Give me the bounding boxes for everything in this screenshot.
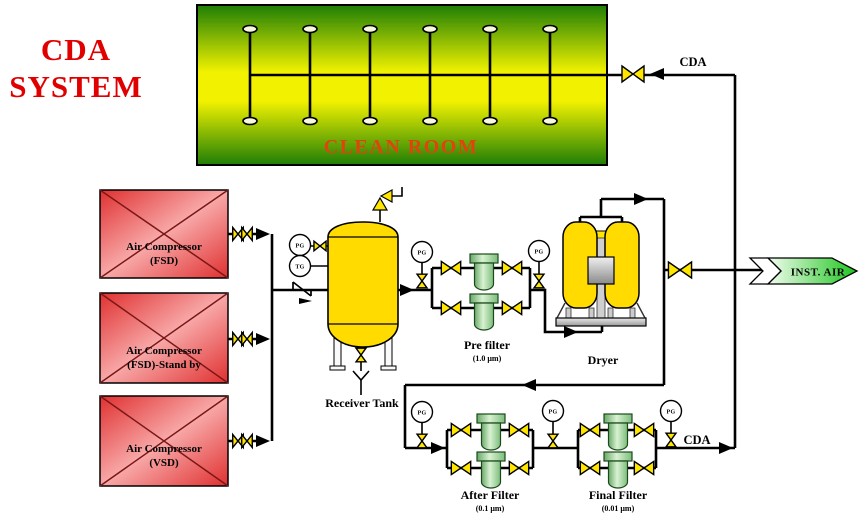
arrow-return-line <box>522 379 536 391</box>
page-title: CDA SYSTEM <box>9 32 142 104</box>
compressor1-label-line1: Air Compressor <box>126 241 202 253</box>
arrow-cda-to-cleanroom <box>650 68 664 80</box>
compressor2-label-line2: (FSD)-Stand by <box>127 359 201 371</box>
svg-text:PG: PG <box>535 250 544 256</box>
valve-icon <box>508 422 530 438</box>
receiver-tank: PG TG Receiver Tank <box>288 188 399 410</box>
pre-filter-label: Pre filter <box>464 338 511 352</box>
tank-body <box>327 221 399 348</box>
receiver-tank-label: Receiver Tank <box>325 396 399 410</box>
arrow-dryer-outlet <box>634 193 648 205</box>
inst-air-valve-icon <box>667 261 693 279</box>
valve-icon <box>501 260 523 276</box>
svg-text:PG: PG <box>418 411 427 417</box>
relief-valve-icon <box>371 188 393 211</box>
compressor2-label-line1: Air Compressor <box>126 345 202 357</box>
tank-leg <box>333 337 342 369</box>
dryer-control-box <box>587 256 615 285</box>
dryer-outer-legs <box>556 302 646 319</box>
gauge-valve-icon <box>416 433 428 449</box>
air-compressor-fsd: Air Compressor (FSD) <box>99 189 229 279</box>
gauge-valve-icon <box>665 432 677 448</box>
x-mark <box>99 292 229 384</box>
tank-seams <box>328 236 398 325</box>
filter-cartridge-icon <box>476 413 506 451</box>
gauge-valve-icon <box>533 273 545 289</box>
valve-icon <box>450 422 472 438</box>
final-filter: PG PG Final Filter (0.01 μm) <box>541 399 683 513</box>
valve-icon <box>633 460 655 476</box>
dryer: Dryer <box>555 221 647 367</box>
valve-icon <box>450 460 472 476</box>
valve-icon <box>241 226 253 242</box>
filter-cartridge-icon <box>469 253 499 291</box>
filter-cartridge-icon <box>476 451 506 489</box>
after-filter-rating: (0.1 μm) <box>476 504 505 513</box>
valve-icon <box>440 260 462 276</box>
pre-filter: PG PG Pre filter (1.0 μm) <box>410 239 551 363</box>
arrow-into-header-1 <box>256 228 270 240</box>
pre-filter-rating: (1.0 μm) <box>473 354 502 363</box>
final-filter-label: Final Filter <box>589 488 648 502</box>
air-compressor-fsd-standby: Air Compressor (FSD)-Stand by <box>99 292 229 384</box>
pg-label: PG <box>296 244 305 250</box>
title-line1: CDA <box>41 32 111 67</box>
dryer-label: Dryer <box>588 353 619 367</box>
drain-valve-icon <box>355 347 367 363</box>
compressor3-label-line2: (VSD) <box>149 457 179 469</box>
cda-supply-label: CDA <box>679 55 706 69</box>
filter-cartridge-icon <box>603 413 633 451</box>
svg-text:PG: PG <box>667 410 676 416</box>
drop-caps <box>242 24 558 126</box>
air-compressor-vsd: Air Compressor (VSD) <box>99 395 229 487</box>
arrow-into-header-2 <box>256 333 270 345</box>
after-filter: PG After Filter (0.1 μm) <box>410 400 530 513</box>
x-mark <box>99 189 229 279</box>
final-filter-rating: (0.01 μm) <box>602 504 635 513</box>
gauge-valve-icon <box>547 433 559 449</box>
svg-text:PG: PG <box>418 251 427 257</box>
flow-arrows <box>256 68 733 454</box>
x-mark <box>99 395 229 487</box>
gauge-valve-icon <box>416 273 428 289</box>
check-valve-icon <box>292 281 312 304</box>
filter-cartridge-icon <box>603 451 633 489</box>
arrow-tank-outlet <box>400 284 414 296</box>
dryer-base <box>555 317 647 327</box>
clean-room: CLEAN ROOM <box>196 4 608 166</box>
arrow-cda-outlet <box>719 442 733 454</box>
cleanroom-supply-valve-icon <box>621 65 645 83</box>
filter-cartridge-icon <box>469 293 499 331</box>
inst-air-chevron <box>748 257 782 285</box>
inst-air-banner: INST. AIR <box>748 257 859 285</box>
clean-room-label: CLEAN ROOM <box>324 136 478 158</box>
compressor3-label-line1: Air Compressor <box>126 443 202 455</box>
tg-label: TG <box>295 265 304 271</box>
tank-leg <box>384 337 393 369</box>
clean-room-box <box>196 4 608 166</box>
inst-air-label: INST. AIR <box>791 267 846 279</box>
pg-isolation-valve-icon <box>313 240 327 252</box>
tank-foot <box>380 365 397 371</box>
svg-text:PG: PG <box>549 410 558 416</box>
title-line2: SYSTEM <box>9 69 142 104</box>
arrow-into-afterfilter <box>431 442 445 454</box>
compressor-valves <box>232 226 253 449</box>
cda-outlet-label: CDA <box>683 433 710 447</box>
arrow-into-header-3 <box>256 435 270 447</box>
valve-icon <box>241 433 253 449</box>
compressor1-label-line2: (FSD) <box>150 255 178 267</box>
arrow-dryer-inlet <box>564 326 578 338</box>
tank-foot <box>329 365 346 371</box>
valve-icon <box>579 460 601 476</box>
drain-arrow-icon <box>352 370 370 382</box>
valve-icon <box>508 460 530 476</box>
valve-icon <box>579 422 601 438</box>
valve-icon <box>501 300 523 316</box>
after-filter-label: After Filter <box>461 488 520 502</box>
pipe-compressor-header <box>228 232 328 443</box>
valve-icon <box>633 422 655 438</box>
valve-icon <box>241 331 253 347</box>
valve-icon <box>440 300 462 316</box>
